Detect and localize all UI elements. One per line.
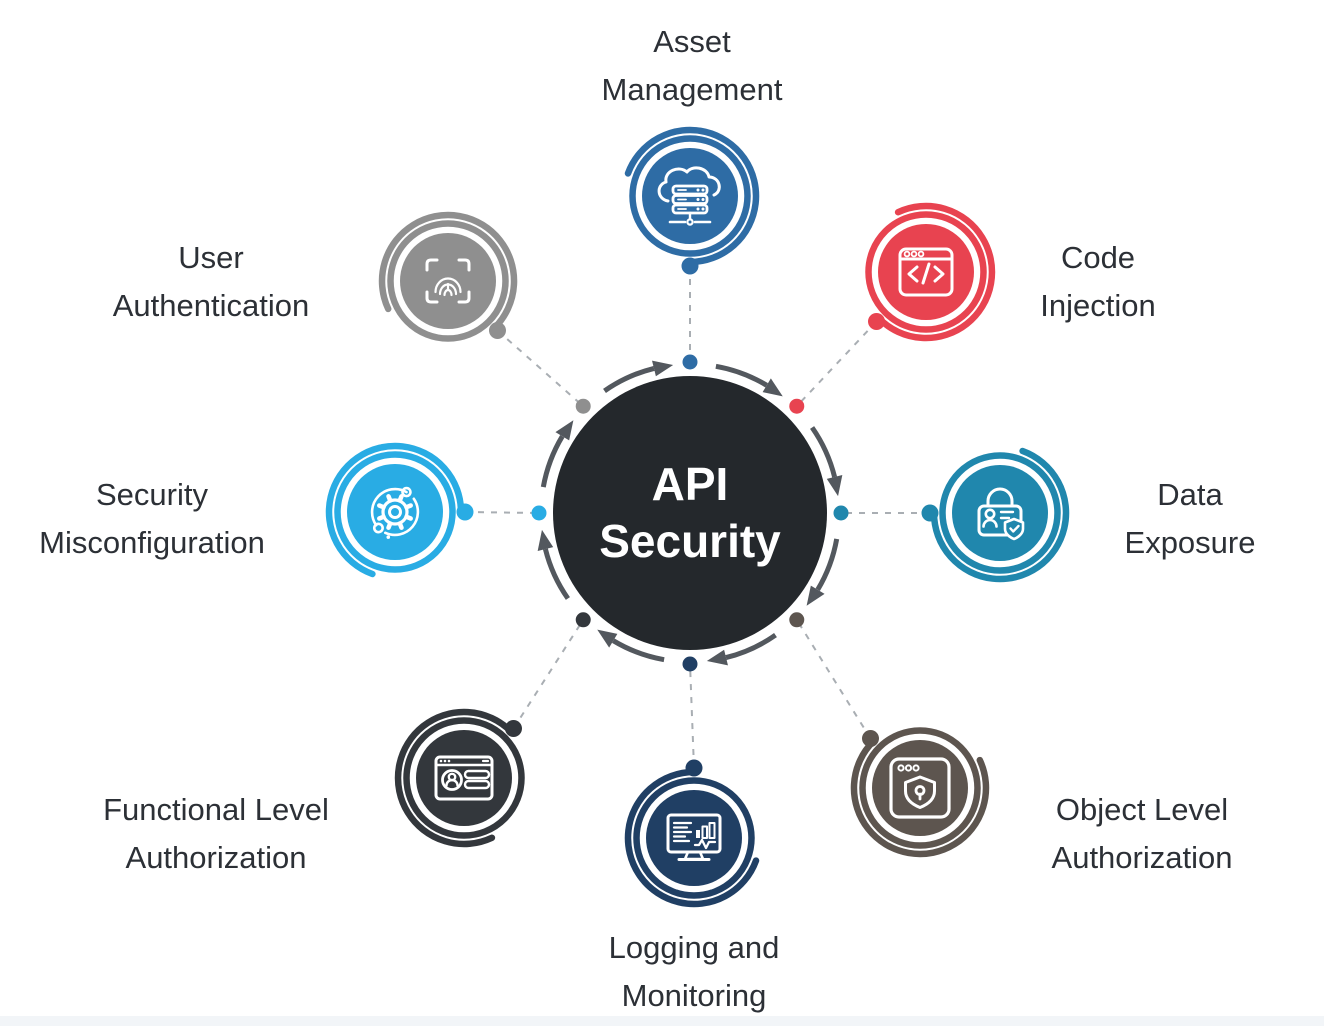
- label-asset-management: Asset Management: [601, 24, 783, 107]
- label-user-authentication: User Authentication: [112, 240, 310, 323]
- security-misconfiguration-circle: [347, 464, 443, 560]
- ring-dot-data-exposure: [833, 505, 849, 521]
- ring-dot-code-injection: [789, 398, 805, 414]
- ring-arc-7: [603, 365, 655, 393]
- label-functional-level-authorization: Functional Level Authorization: [103, 792, 329, 875]
- functional-level-authorization-outer-swirl: [394, 708, 514, 848]
- ring-dot-security-misconfiguration: [531, 505, 547, 521]
- ring-arc-3: [725, 633, 777, 661]
- ring-arc-1: [810, 426, 838, 478]
- code-injection-outer-swirl: [876, 202, 996, 342]
- object-level-authorization-outer-swirl: [850, 738, 990, 858]
- security-misconfiguration-node: [325, 442, 474, 578]
- ring-arrowhead-2: [806, 585, 825, 606]
- object-level-authorization-node: [850, 727, 990, 858]
- connector-code-injection: [796, 320, 878, 407]
- ring-arrowhead-5: [537, 529, 554, 551]
- security-misconfiguration-outer-swirl: [325, 442, 465, 578]
- user-authentication-node: [378, 211, 518, 342]
- security-misconfiguration-tail-dot: [456, 503, 474, 521]
- ring-dot-functional-level-authorization: [575, 612, 591, 628]
- ring-dot-object-level-authorization: [789, 612, 805, 628]
- code-injection-node: [865, 202, 996, 342]
- ring-arrowhead-6: [555, 420, 574, 441]
- code-injection-tail-dot: [868, 312, 886, 330]
- bottom-strip: [0, 1016, 1324, 1026]
- connector-logging-and-monitoring: [689, 663, 695, 769]
- logging-and-monitoring-outer-swirl: [624, 768, 760, 908]
- object-level-authorization-inner-ring: [859, 727, 981, 849]
- asset-management-inner-ring: [629, 135, 751, 257]
- ring-arrowhead-0: [762, 378, 783, 397]
- ring-arc-6: [540, 435, 565, 488]
- ring-arrowhead-4: [597, 629, 618, 648]
- functional-level-authorization-node: [394, 708, 525, 848]
- label-object-level-authorization: Object Level Authorization: [1051, 792, 1233, 875]
- ring-arrowhead-7: [652, 360, 674, 377]
- connector-security-misconfiguration: [464, 511, 540, 514]
- logging-and-monitoring-circle: [646, 790, 742, 886]
- data-exposure-node: [921, 447, 1070, 583]
- functional-level-authorization-inner-ring: [403, 717, 525, 839]
- logging-and-monitoring-inner-ring: [633, 777, 755, 899]
- user-authentication-tail-dot: [488, 321, 506, 339]
- fingerprint-scan-icon: [425, 258, 471, 304]
- ring-arrowhead-3: [706, 649, 728, 666]
- ring-arc-0: [715, 363, 768, 388]
- logging-and-monitoring-node: [624, 759, 760, 908]
- data-exposure-tail-dot: [921, 504, 939, 522]
- label-security-misconfiguration: Security Misconfiguration: [39, 477, 265, 560]
- data-exposure-outer-swirl: [930, 447, 1070, 583]
- asset-management-outer-swirl: [624, 126, 760, 266]
- center-circle: [553, 376, 827, 650]
- functional-level-authorization-circle: [416, 730, 512, 826]
- window-user-list-icon: [434, 755, 494, 801]
- user-authentication-inner-ring: [387, 220, 509, 342]
- ring-arc-2: [815, 538, 840, 591]
- functional-level-authorization-tail-dot: [504, 720, 522, 738]
- center-cycle-ring: [537, 360, 843, 666]
- asset-management-node: [624, 126, 760, 275]
- ring-dot-logging-and-monitoring: [682, 656, 698, 672]
- asset-management-tail-dot: [681, 257, 699, 275]
- user-authentication-circle: [400, 233, 496, 329]
- center-title: API Security: [599, 458, 781, 567]
- label-code-injection: Code Injection: [1040, 240, 1156, 323]
- label-logging-and-monitoring: Logging and Monitoring: [608, 930, 780, 1013]
- monitor-analytics-icon: [666, 813, 722, 861]
- cloud-server-icon: [657, 166, 721, 226]
- ring-dot-asset-management: [682, 354, 698, 370]
- gear-orbit-icon: [370, 486, 420, 539]
- code-injection-inner-ring: [865, 211, 987, 333]
- connector-functional-level-authorization: [512, 619, 585, 730]
- label-data-exposure: Data Exposure: [1124, 477, 1256, 560]
- ring-arc-4: [612, 638, 665, 663]
- ring-dot-user-authentication: [575, 398, 591, 414]
- code-window-icon: [898, 247, 954, 297]
- user-authentication-outer-swirl: [378, 211, 518, 331]
- object-level-authorization-tail-dot: [862, 730, 880, 748]
- data-exposure-inner-ring: [939, 452, 1061, 574]
- ring-arc-5: [542, 548, 570, 600]
- window-keyhole-shield-icon: [889, 757, 951, 819]
- connector-object-level-authorization: [795, 619, 872, 740]
- ring-arrowhead-1: [826, 475, 843, 497]
- connector-user-authentication: [496, 329, 584, 407]
- security-misconfiguration-inner-ring: [334, 451, 456, 573]
- logging-and-monitoring-tail-dot: [685, 759, 703, 777]
- data-exposure-circle: [952, 465, 1048, 561]
- object-level-authorization-circle: [872, 740, 968, 836]
- lock-id-shield-icon: [977, 487, 1025, 541]
